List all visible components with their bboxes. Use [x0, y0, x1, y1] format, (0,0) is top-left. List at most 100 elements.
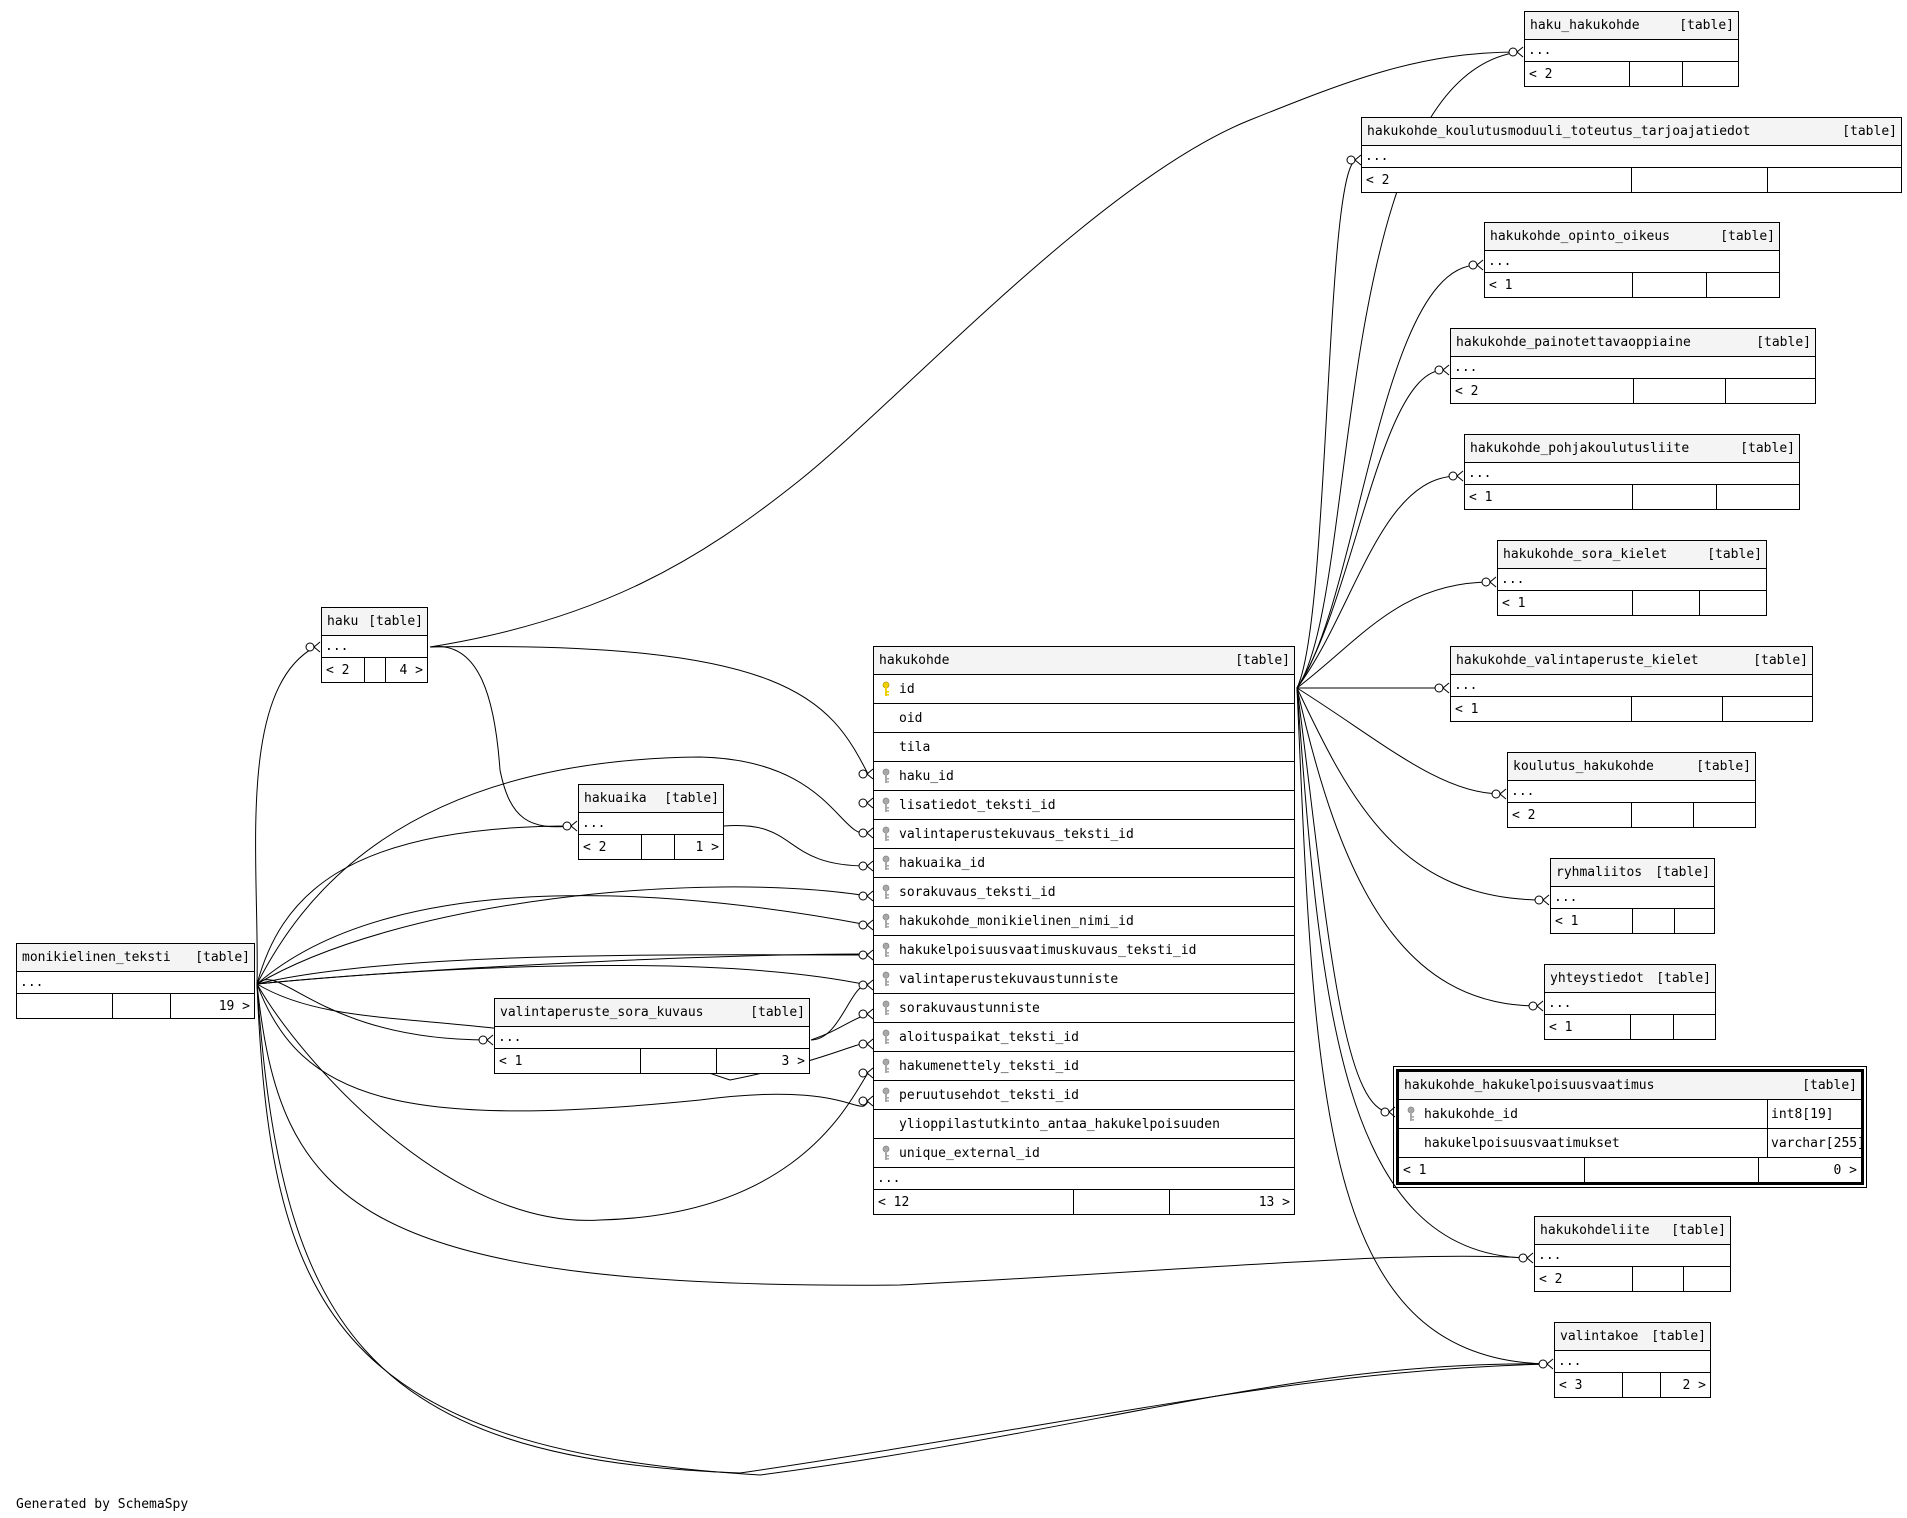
- children-link[interactable]: 3 >: [781, 1053, 805, 1069]
- children-link[interactable]: 13 >: [1258, 1194, 1290, 1210]
- parents-link[interactable]: < 2: [579, 835, 642, 859]
- key-icon: [879, 1145, 893, 1161]
- table-hakukohde_opinto_oikeus[interactable]: hakukohde_opinto_oikeus[table]...< 1: [1484, 222, 1780, 298]
- column-name: hakukohde_id: [1424, 1106, 1518, 1122]
- children-link[interactable]: [1700, 591, 1766, 615]
- parents-link[interactable]: < 2: [322, 658, 365, 682]
- column-row: oid: [874, 704, 1294, 733]
- table-header: yhteystiedot[table]: [1545, 965, 1715, 993]
- table-ryhmaliitos[interactable]: ryhmaliitos[table]...< 1: [1550, 858, 1715, 934]
- children-link[interactable]: [1674, 1015, 1715, 1039]
- table-hakukohde_hakukelpoisuusvaatimus[interactable]: hakukohde_hakukelpoisuusvaatimus [table]…: [1393, 1066, 1867, 1188]
- children-link[interactable]: 2 >: [1682, 1377, 1706, 1393]
- more-columns: ...: [1451, 675, 1812, 697]
- footer-mid: [1632, 803, 1694, 827]
- table-name: hakukohde_hakukelpoisuusvaatimus: [1404, 1078, 1655, 1093]
- table-hakukohde_sora_kielet[interactable]: hakukohde_sora_kielet[table]...< 1: [1497, 540, 1767, 616]
- children-link[interactable]: [1707, 273, 1779, 297]
- parents-link[interactable]: < 2: [1451, 379, 1634, 403]
- parents-link[interactable]: < 2: [1525, 62, 1630, 86]
- children-link[interactable]: 0 >: [1833, 1162, 1857, 1178]
- relationship-crowfoot: [1546, 1358, 1554, 1370]
- table-tag: [table]: [750, 1005, 805, 1020]
- table-yhteystiedot[interactable]: yhteystiedot[table]...< 1: [1544, 964, 1716, 1040]
- column-name: tila: [899, 739, 931, 755]
- table-hakukohdeliite[interactable]: hakukohdeliite[table]...< 2: [1534, 1216, 1731, 1292]
- relationship-cardinality-marker: [858, 920, 868, 930]
- children-link[interactable]: 19 >: [218, 998, 250, 1014]
- parents-link[interactable]: < 1: [1465, 485, 1633, 509]
- children-link[interactable]: [1723, 697, 1812, 721]
- key-icon: [879, 913, 893, 929]
- footer-mid: [1074, 1190, 1170, 1214]
- table-name: hakukohde_sora_kielet: [1503, 547, 1668, 562]
- parents-link[interactable]: < 1: [1551, 909, 1633, 933]
- column-name: peruutusehdot_teksti_id: [899, 1087, 1080, 1103]
- parents-link[interactable]: < 1: [495, 1049, 641, 1073]
- table-name: hakukohde_pohjakoulutusliite: [1470, 441, 1690, 456]
- more-columns: ...: [1508, 781, 1755, 803]
- children-link[interactable]: [1717, 485, 1799, 509]
- key-icon: [879, 884, 893, 900]
- footer-mid: [1633, 485, 1717, 509]
- footer-mid: [1633, 909, 1675, 933]
- parents-link[interactable]: < 2: [1362, 168, 1632, 192]
- relationship-crowfoot: [1516, 46, 1524, 58]
- table-name: valintakoe: [1560, 1329, 1639, 1344]
- table-header: haku_hakukohde[table]: [1525, 12, 1738, 40]
- column-name: hakumenettely_teksti_id: [899, 1058, 1080, 1074]
- relationship-edge: [256, 983, 869, 1221]
- children-link[interactable]: [1726, 379, 1815, 403]
- parents-link[interactable]: < 1: [1485, 273, 1633, 297]
- parents-link[interactable]: < 1: [1451, 697, 1632, 721]
- children-link[interactable]: [1768, 168, 1901, 192]
- children-link[interactable]: 1 >: [695, 839, 719, 855]
- relationship-edge: [256, 886, 869, 985]
- children-link[interactable]: [1684, 1267, 1730, 1291]
- parents-link[interactable]: < 2: [1508, 803, 1632, 827]
- table-footer: < 1 3 >: [495, 1049, 809, 1073]
- relationship-crowfoot: [866, 890, 874, 902]
- table-hakukohde_koulutusmoduuli_toteutus_tarjoajatiedot[interactable]: hakukohde_koulutusmoduuli_toteutus_tarjo…: [1361, 117, 1902, 193]
- table-hakukohde_pohjakoulutusliite[interactable]: hakukohde_pohjakoulutusliite[table]...< …: [1464, 434, 1800, 510]
- relationship-crowfoot: [1442, 364, 1450, 376]
- parents-link[interactable]: < 3: [1555, 1373, 1623, 1397]
- column-row: aloituspaikat_teksti_id: [874, 1023, 1294, 1052]
- parents-link[interactable]: < 1: [1545, 1015, 1631, 1039]
- relationship-cardinality-marker: [305, 642, 315, 652]
- relationship-crowfoot: [866, 1008, 874, 1020]
- table-koulutus_hakukohde[interactable]: koulutus_hakukohde[table]...< 2: [1507, 752, 1756, 828]
- table-monikielinen_teksti[interactable]: monikielinen_teksti[table]...19 >: [16, 943, 255, 1019]
- column-row: hakukohde_monikielinen_nimi_id: [874, 907, 1294, 936]
- footer-mid: [1633, 1267, 1684, 1291]
- children-link[interactable]: [1675, 909, 1714, 933]
- relationship-edge: [1296, 475, 1459, 689]
- children-link[interactable]: [1683, 62, 1738, 86]
- table-hakukohde_painotettavaoppiaine[interactable]: hakukohde_painotettavaoppiaine[table]...…: [1450, 328, 1816, 404]
- table-header: hakukohde_painotettavaoppiaine[table]: [1451, 329, 1815, 357]
- parents-link[interactable]: < 1: [1399, 1158, 1585, 1182]
- parents-link[interactable]: < 2: [1535, 1267, 1633, 1291]
- relationship-cardinality-marker: [858, 891, 868, 901]
- relationship-crowfoot: [486, 1034, 494, 1046]
- footer-mid: [641, 1049, 717, 1073]
- table-hakukohde_valintaperuste_kielet[interactable]: hakukohde_valintaperuste_kielet[table]..…: [1450, 646, 1813, 722]
- table-haku_hakukohde[interactable]: haku_hakukohde[table]...< 2: [1524, 11, 1739, 87]
- table-name: hakukohde: [879, 653, 950, 668]
- children-link[interactable]: 4 >: [399, 662, 423, 678]
- parents-link[interactable]: < 12: [874, 1190, 1074, 1214]
- column-name: hakukohde_monikielinen_nimi_id: [899, 913, 1134, 929]
- parents-link[interactable]: < 1: [1498, 591, 1633, 615]
- children-link[interactable]: [1694, 803, 1755, 827]
- parents-link[interactable]: [17, 994, 113, 1018]
- column-name: valintaperustekuvaus_teksti_id: [899, 826, 1134, 842]
- table-footer: < 2: [1525, 62, 1738, 86]
